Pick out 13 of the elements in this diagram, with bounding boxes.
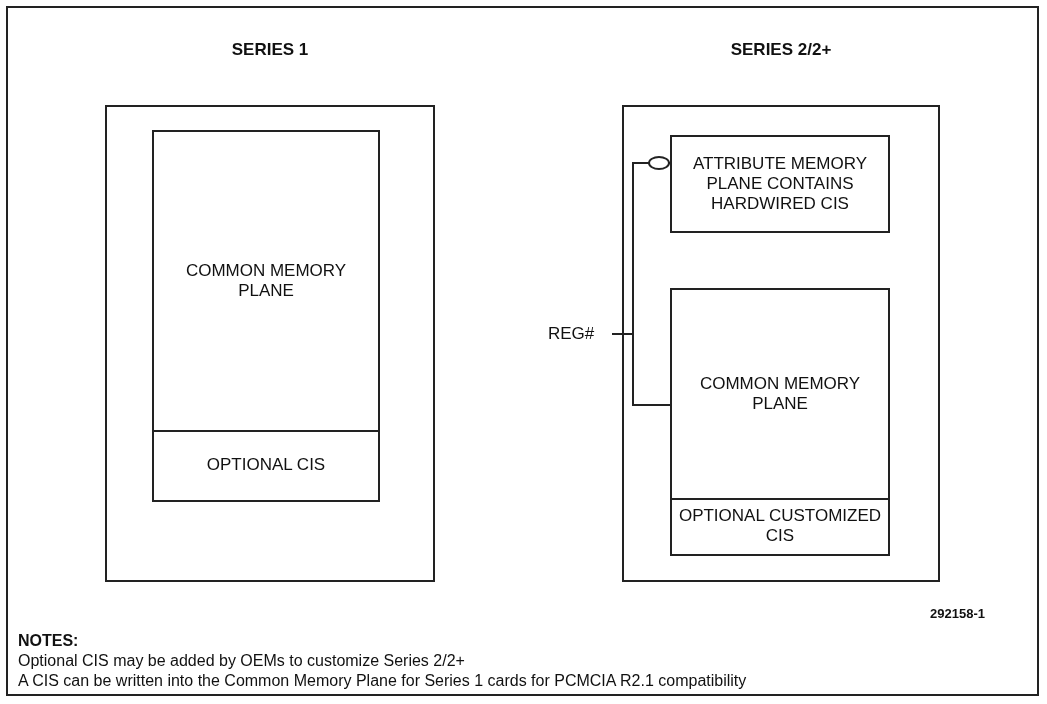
note-text: A CIS can be written into the Common Memory Plane for Series 1 cards for PCMCIA R2.1 compatibility bbox=[18, 672, 747, 690]
signal-name: REG# bbox=[548, 322, 610, 346]
memory-plane-box: COMMON MEMORY PLANE bbox=[670, 288, 890, 500]
signal-line bbox=[611, 333, 671, 406]
notes-heading: NOTES: bbox=[18, 632, 79, 650]
memory-plane-box: ATTRIBUTE MEMORY PLANE CONTAINS HARDWIRED CIS bbox=[670, 135, 890, 233]
memory-plane-box: OPTIONAL CUSTOMIZED CIS bbox=[670, 498, 890, 556]
note-text: Optional CIS may be added by OEMs to customize Series 2/2+ bbox=[18, 652, 465, 670]
memory-plane-box: COMMON MEMORY PLANE bbox=[152, 130, 380, 432]
memory-plane-box: OPTIONAL CIS bbox=[152, 430, 380, 502]
figure-number: 292158-1 bbox=[930, 606, 985, 621]
card-heading: SERIES 2/2+ bbox=[729, 40, 833, 60]
card-heading: SERIES 1 bbox=[230, 40, 310, 60]
